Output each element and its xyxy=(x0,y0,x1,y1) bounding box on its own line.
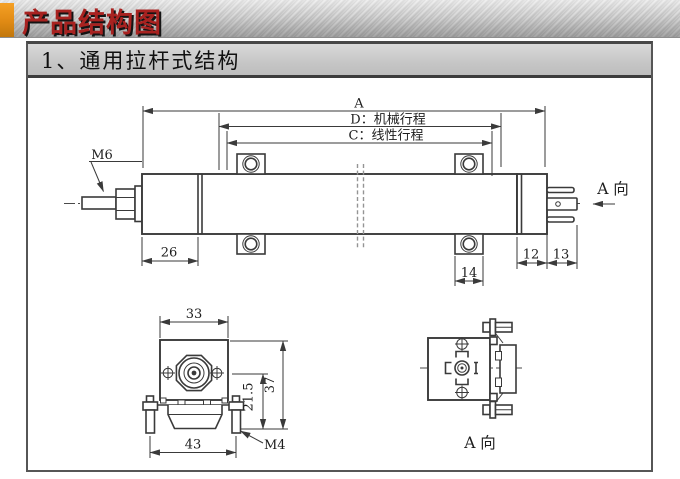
section-title: 1、通用拉杆式结构 xyxy=(41,48,241,73)
page-title: 产品结构图 xyxy=(22,8,162,39)
section-title-bar: 1、通用拉杆式结构 xyxy=(28,44,651,78)
page-header: 产品结构图 xyxy=(0,0,680,39)
header-accent-block xyxy=(0,3,14,37)
content-panel: 1、通用拉杆式结构 xyxy=(26,41,653,472)
